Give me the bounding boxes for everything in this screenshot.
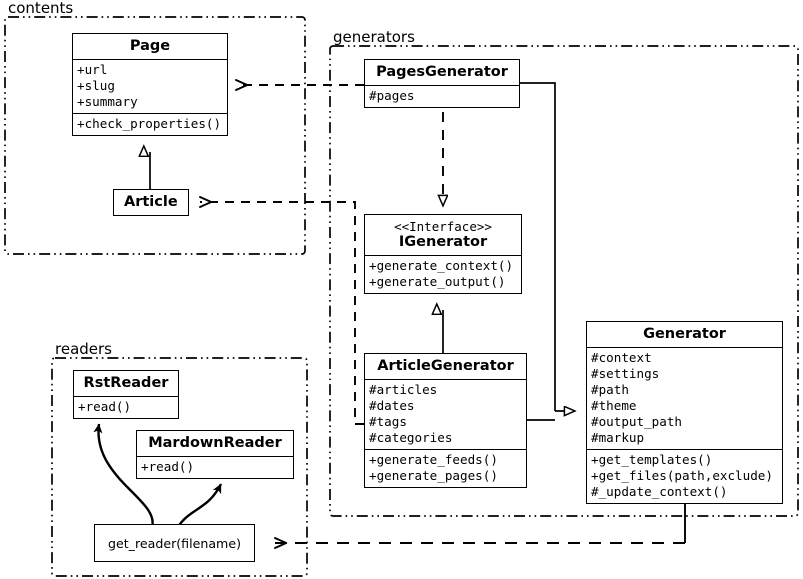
attribute: #path (591, 382, 629, 398)
attribute: #articles (369, 382, 438, 398)
class-page[interactable]: Page +url +slug +summary +check_properti… (72, 33, 228, 137)
class-article[interactable]: Article (113, 189, 189, 217)
relationship-generators-extend-generator (520, 82, 575, 421)
operation: +check_properties() (77, 116, 222, 132)
class-rst-reader[interactable]: RstReader +read() (73, 370, 179, 420)
attribute: #categories (369, 430, 453, 446)
class-mardown-reader[interactable]: MardownReader +read() (136, 430, 294, 480)
function-box-get-reader-label: get_reader(filename) (108, 535, 241, 551)
operation: +generate_context() (369, 258, 514, 274)
attribute: +summary (77, 94, 138, 110)
package-label-contents: contents (8, 0, 74, 17)
class-rst-reader-name: RstReader (83, 375, 169, 391)
package-label-readers: readers (55, 340, 112, 358)
class-rst-reader-operations: +read() (74, 396, 178, 418)
class-generator-attributes: #context #settings #path #theme #output_… (587, 347, 782, 449)
operation: +generate_pages() (369, 468, 498, 484)
class-pages-generator-name: PagesGenerator (376, 64, 508, 80)
operation: +read() (141, 459, 195, 475)
package-label-generators: generators (333, 28, 415, 46)
class-article-generator[interactable]: ArticleGenerator #articles #dates #tags … (364, 353, 527, 489)
relationship-generator-uses-get_reader (274, 503, 686, 549)
package-frame-generators (329, 45, 799, 517)
class-article-generator-attributes: #articles #dates #tags #categories (365, 379, 526, 449)
function-box-get-reader[interactable]: get_reader(filename) (94, 524, 255, 562)
class-igenerator-stereotype: <<Interface>> (394, 219, 492, 234)
attribute: #context (591, 350, 652, 366)
class-generator[interactable]: Generator #context #settings #path #them… (586, 321, 783, 505)
class-article-name: Article (124, 194, 178, 210)
class-igenerator-label: IGenerator (398, 234, 488, 250)
attribute: #tags (369, 414, 407, 430)
attribute: +url (77, 62, 108, 78)
relationship-articlegenerator-uses-article (199, 196, 364, 425)
attribute: #markup (591, 430, 645, 446)
class-page-name: Page (129, 38, 171, 54)
class-igenerator-name: <<Interface>> IGenerator (365, 215, 521, 255)
attribute: #settings (591, 366, 660, 382)
attribute: #output_path (591, 414, 682, 430)
class-mardown-reader-operations: +read() (137, 456, 293, 478)
class-mardown-reader-name: MardownReader (148, 435, 282, 451)
class-pages-generator[interactable]: PagesGenerator #pages (364, 59, 520, 109)
attribute: #pages (369, 88, 415, 104)
operation: +get_files(path,exclude) (591, 468, 773, 484)
operation: +get_templates() (591, 452, 713, 468)
relationship-get_reader-creates-rstreader (93, 423, 154, 528)
operation: +read() (78, 399, 132, 415)
class-article-generator-operations: +generate_feeds() +generate_pages() (365, 449, 526, 487)
package-frame-contents (4, 16, 306, 255)
class-igenerator[interactable]: <<Interface>> IGenerator +generate_conte… (364, 214, 522, 295)
operation: +generate_feeds() (369, 452, 498, 468)
class-page-operations: +check_properties() (73, 113, 227, 135)
class-generator-operations: +get_templates() +get_files(path,exclude… (587, 449, 782, 503)
class-page-attributes: +url +slug +summary (73, 59, 227, 113)
class-pages-generator-attributes: #pages (365, 85, 519, 107)
class-generator-name: Generator (643, 326, 726, 342)
operation: +generate_output() (369, 274, 506, 290)
relationship-get_reader-creates-mardownreader (176, 483, 223, 528)
operation: #_update_context() (591, 484, 728, 500)
attribute: #theme (591, 398, 637, 414)
class-article-generator-name: ArticleGenerator (377, 358, 514, 374)
class-igenerator-operations: +generate_context() +generate_output() (365, 255, 521, 293)
attribute: #dates (369, 398, 415, 414)
attribute: +slug (77, 78, 115, 94)
